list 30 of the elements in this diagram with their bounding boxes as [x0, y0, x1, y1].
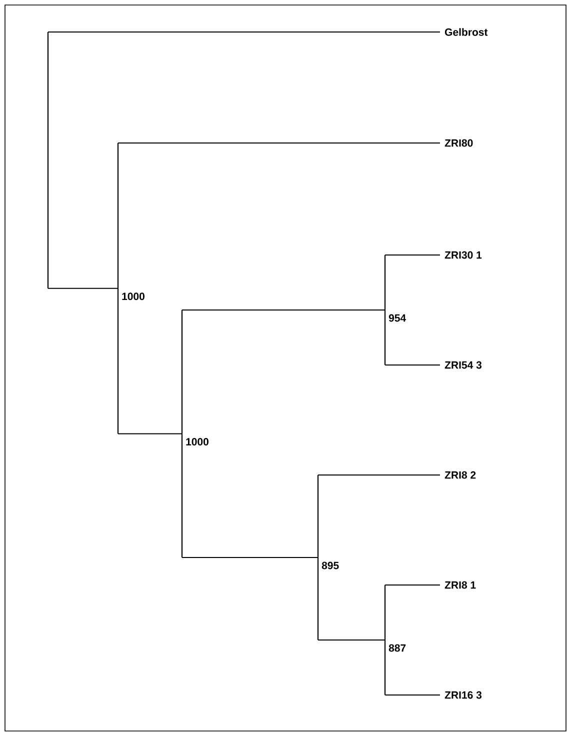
bootstrap-value: 887	[388, 644, 406, 652]
branch-line	[118, 433, 182, 434]
branch-line	[117, 143, 119, 434]
branch-line	[318, 474, 440, 476]
branch-line	[385, 584, 440, 586]
branch-line	[384, 255, 386, 365]
branch-line	[385, 254, 440, 256]
branch-line	[318, 639, 385, 641]
leaf-label: ZRI54 3	[444, 361, 482, 369]
bootstrap-value: 954	[388, 314, 406, 322]
branch-line	[181, 310, 183, 558]
branch-line	[48, 288, 118, 289]
bootstrap-value: 895	[322, 562, 339, 570]
leaf-label: ZRI30 1	[444, 251, 482, 259]
branch-line	[384, 585, 386, 695]
leaf-label: ZRI8 1	[444, 581, 476, 589]
branch-line	[182, 309, 385, 311]
leaf-label: ZRI16 3	[444, 691, 482, 699]
branch-line	[317, 475, 319, 640]
leaf-label: ZRI8 2	[444, 471, 476, 479]
branch-line	[182, 556, 318, 558]
branch-line	[385, 694, 440, 696]
bootstrap-value: 1000	[122, 292, 144, 300]
branch-line	[118, 142, 440, 144]
leaf-label: Gelbrost	[444, 28, 488, 36]
leaf-label: ZRI80	[444, 139, 473, 147]
branch-line	[47, 32, 49, 288]
bootstrap-value: 1000	[186, 438, 208, 446]
branch-line	[48, 31, 440, 33]
branch-line	[385, 364, 440, 366]
